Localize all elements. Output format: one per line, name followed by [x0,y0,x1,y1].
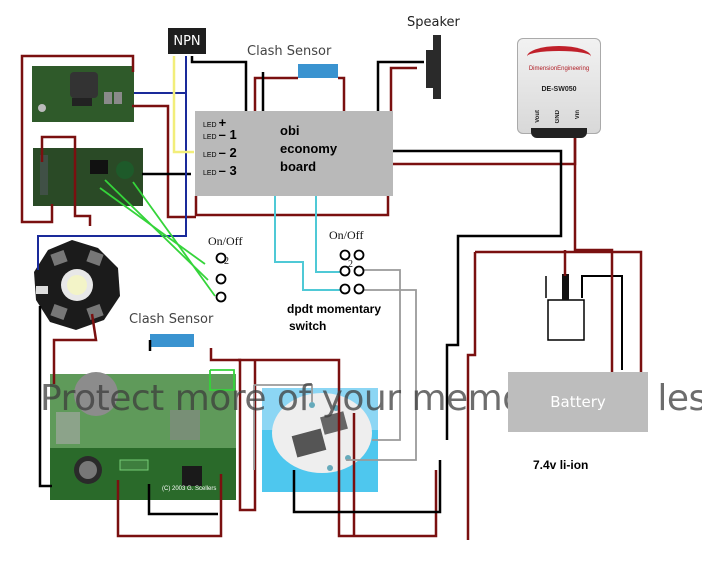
battery-holder [545,274,623,370]
switch-right-label: On/Off [329,228,364,242]
switch-right-pins [339,249,365,295]
led-pin-sign: – 3 [218,163,237,178]
regulator-pin-vout: Vout [535,110,541,123]
obi-economy-board: LED+ LED– 1 LED– 2 LED– 3 obi economy bo… [195,111,393,196]
led-pin-2: LED– 2 [203,145,237,160]
led-pin-plus: LED+ [203,115,226,130]
obi-board-line-1: obi [280,123,300,138]
led-pin-sign: – 1 [218,127,237,142]
clash-sensor-bottom-label: Clash Sensor [129,312,214,327]
sound-board-copyright: (C) 2003 G. Scellers [162,486,217,492]
black-wires [38,56,563,516]
clash-sensor-top-body [298,64,338,78]
brand-swoosh-icon [527,46,591,67]
switch-right-pin-number: 2 [348,259,353,270]
regulator-base [531,128,587,138]
obi-board-line-2: economy [280,141,338,156]
grey-wires [253,269,417,470]
regulator-pin-vin: Vin [575,110,581,120]
clash-sensor-top-label: Clash Sensor [247,44,332,59]
speaker-label: Speaker [407,15,460,30]
obi-board-line-3: board [280,159,317,174]
led-pin-label: LED [203,170,217,177]
regulator-pin-gnd: GND [555,110,561,124]
round-driver-board [262,388,378,492]
yellow-wire [172,56,194,154]
sound-board [50,372,236,500]
regulator-brand: DimensionEngineering [528,66,590,72]
led-pin-sign: – 2 [218,145,237,160]
led-pin-sign: + [218,115,227,130]
battery: Battery [508,372,648,432]
led-pin-label: LED [203,134,217,141]
voltage-regulator: DimensionEngineering DE-SW050 Vout GND V… [517,38,601,138]
battery-caption: 7.4v li-ion [533,458,589,472]
led-pin-1: LED– 1 [203,127,237,142]
led-star [34,240,120,330]
green-wires [99,179,235,391]
switch-left-pins [215,252,227,303]
npn-transistor: NPN [168,28,206,54]
led-pin-3: LED– 3 [203,163,237,178]
switch-caption-line-2: switch [289,319,327,333]
led-pin-label: LED [203,152,217,159]
speaker-shape [426,35,441,99]
buck-converter-board [32,66,134,122]
blue-wires [37,56,187,270]
led-pin-label: LED [203,122,217,129]
regulator-model: DE-SW050 [541,86,577,93]
cyan-wires [274,196,340,291]
switch-caption-line-1: dpdt momentary [287,302,382,316]
control-board [33,148,143,206]
clash-sensor-bottom-body [150,334,194,347]
red-wires [20,54,643,540]
switch-left-pin-number: 2 [224,256,229,267]
switch-left-label: On/Off [208,234,243,248]
